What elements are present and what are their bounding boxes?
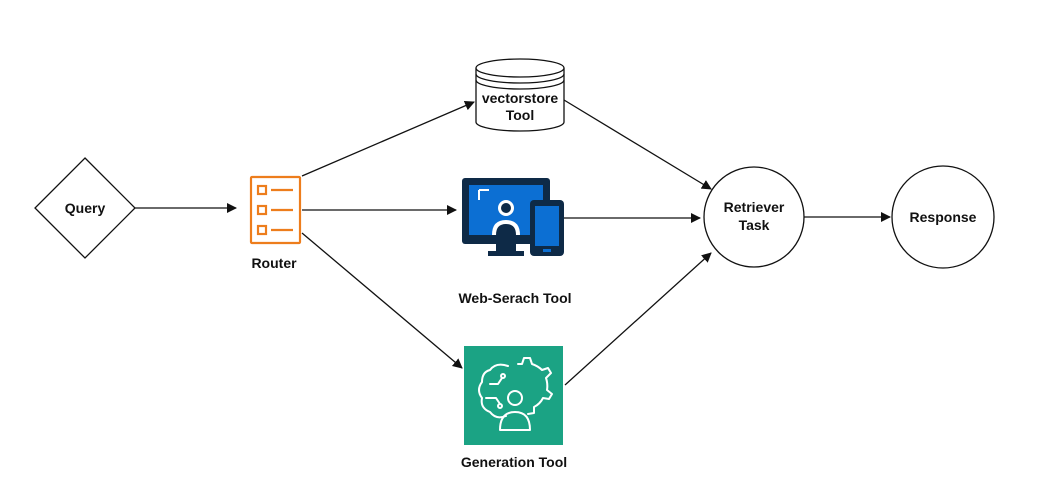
connectors (135, 99, 891, 386)
generation-label: Generation Tool (461, 454, 567, 470)
retriever-node: Retriever Task (703, 166, 805, 268)
router-label: Router (251, 255, 297, 271)
query-diamond (34, 157, 136, 259)
vectorstore-label-line1: vectorstore (482, 90, 558, 106)
vectorstore-label-line2: Tool (506, 107, 535, 123)
edge-vectorstore-retriever (563, 99, 712, 190)
monitor-user-device-icon (462, 178, 564, 256)
websearch-node: Web-Serach Tool (458, 178, 572, 306)
retriever-label-line1: Retriever (724, 199, 785, 215)
router-node: Router (249, 175, 302, 271)
generation-node: Generation Tool (461, 346, 567, 470)
response-node: Response (891, 165, 995, 269)
query-node: Query (34, 157, 136, 259)
checklist-icon (249, 175, 302, 245)
edge-router-generation (301, 232, 463, 369)
database-cylinder-icon (475, 58, 565, 132)
websearch-label: Web-Serach Tool (458, 290, 571, 306)
edge-generation-retriever (564, 252, 712, 386)
brain-gear-user-icon (478, 357, 553, 431)
response-circle (891, 165, 995, 269)
edge-router-vectorstore (301, 100, 475, 177)
retriever-label-line2: Task (739, 217, 770, 233)
retriever-circle (703, 166, 805, 268)
query-label: Query (65, 200, 106, 216)
response-label: Response (910, 209, 977, 225)
vectorstore-node: vectorstore Tool (475, 58, 565, 132)
